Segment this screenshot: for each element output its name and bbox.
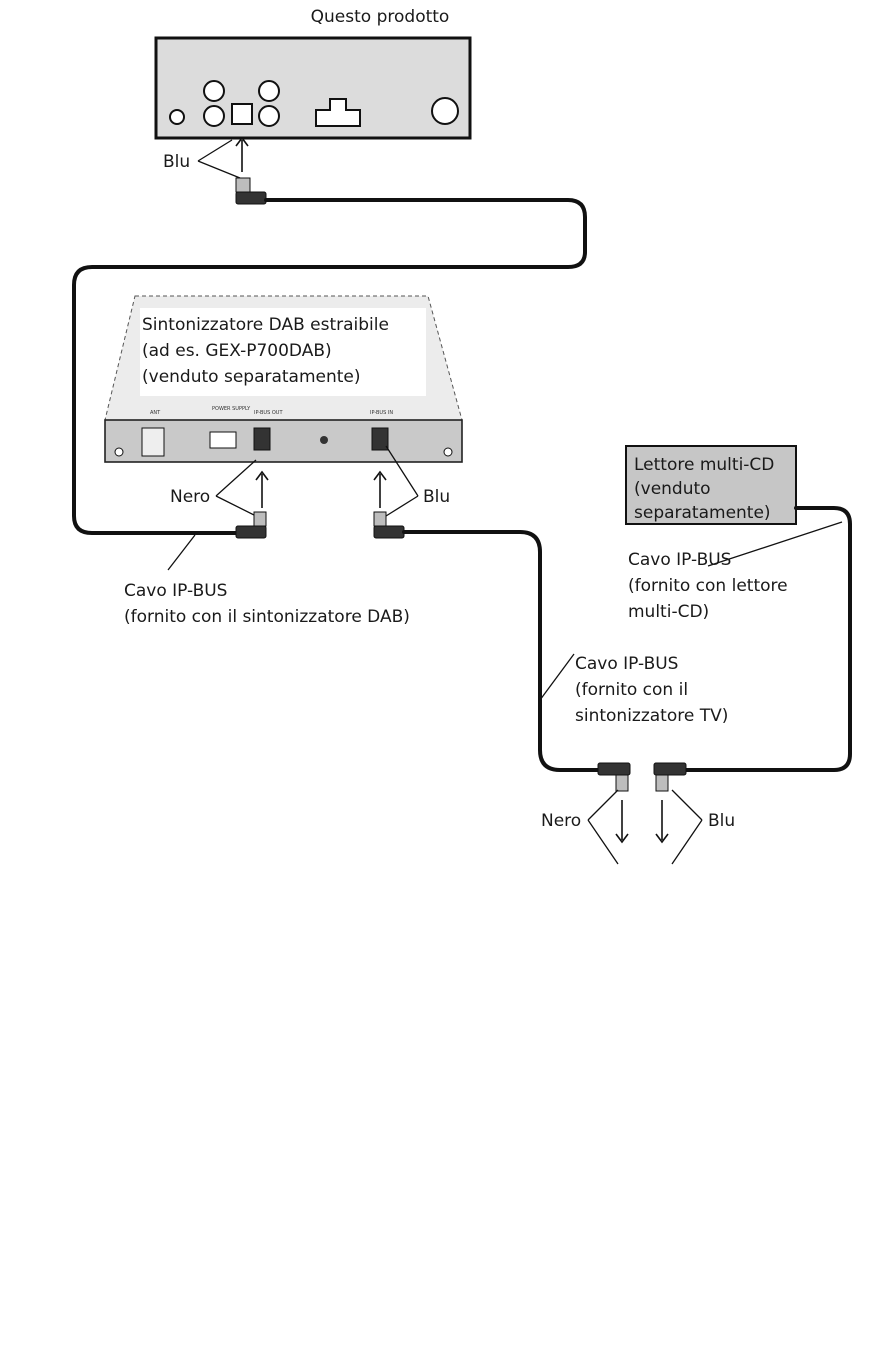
dab-ipbus-out-port	[253, 427, 271, 451]
cable-cd-to-tv	[678, 506, 852, 772]
dab-ant-label: ANT	[150, 410, 161, 416]
multi-cd-title-1: Lettore multi-CD	[634, 455, 774, 475]
label-nero-tv: Nero	[541, 811, 581, 831]
head-unit: Questo prodotto	[154, 7, 472, 140]
dab-ipbus-in-label: IP-BUS IN	[370, 410, 393, 416]
dab-ipbus-out-label: IP-BUS OUT	[254, 410, 283, 416]
plug-blu-dab	[373, 511, 405, 539]
label-cable-tv-3: sintonizzatore TV)	[575, 706, 728, 726]
dab-title-3: (venduto separatamente)	[142, 367, 361, 387]
ip-bus-input-port	[231, 103, 253, 125]
label-cable-cd-1: Cavo IP-BUS	[628, 550, 731, 570]
multi-cd-title-2: (venduto	[634, 479, 711, 499]
cable-dab-to-tv	[402, 530, 600, 772]
dab-power-label: POWER SUPPLY	[212, 406, 251, 412]
multi-cd-player: Lettore multi-CD (venduto separatamente)	[625, 445, 797, 525]
dab-title-1: Sintonizzatore DAB estraibile	[142, 315, 389, 335]
dab-title-2: (ad es. GEX-P700DAB)	[142, 341, 332, 361]
dab-tuner: Sintonizzatore DAB estraibile (ad es. GE…	[104, 295, 463, 463]
label-blu-dab: Blu	[423, 487, 450, 507]
multi-cd-title-3: separatamente)	[634, 503, 771, 523]
label-nero-dab: Nero	[170, 487, 210, 507]
plug-nero-dab	[235, 511, 267, 539]
label-cable-cd-3: multi-CD)	[628, 602, 709, 622]
label-cable-tv-1: Cavo IP-BUS	[575, 654, 678, 674]
label-blu-top: Blu	[163, 152, 190, 172]
label-blu-tv: Blu	[708, 811, 735, 831]
label-cable-dab-1: Cavo IP-BUS	[124, 581, 227, 601]
plug-blu-top	[235, 177, 267, 205]
label-cable-tv-2: (fornito con il	[575, 680, 688, 700]
plug-nero-tv	[597, 762, 631, 792]
plug-blu-tv	[653, 762, 687, 792]
dab-ipbus-in-port	[371, 427, 389, 451]
cable-head-to-dab	[72, 198, 587, 535]
label-cable-dab-2: (fornito con il sintonizzatore DAB)	[124, 607, 410, 627]
head-unit-title: Questo prodotto	[311, 7, 450, 27]
label-cable-cd-2: (fornito con lettore	[628, 576, 788, 596]
